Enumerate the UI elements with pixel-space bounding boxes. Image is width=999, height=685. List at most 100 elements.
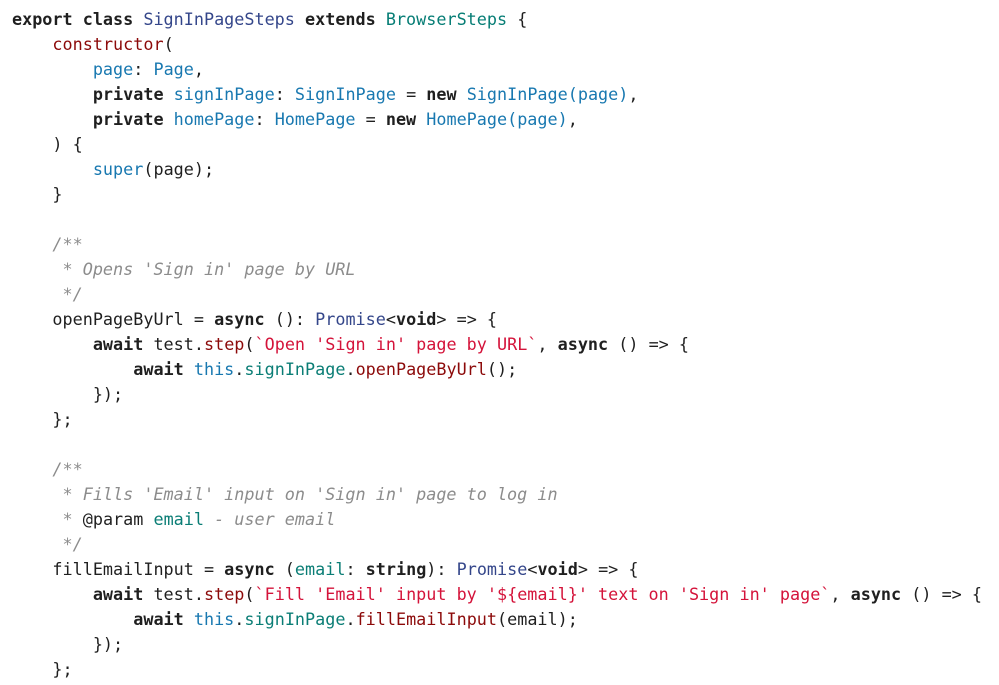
token-plain-text: }); <box>12 634 124 654</box>
token-keyword: await <box>133 359 194 379</box>
code-line[interactable]: await test.step(`Open 'Sign in' page by … <box>12 332 999 357</box>
token-function-name: fillEmailInput <box>355 609 498 629</box>
token-plain-text: < <box>385 309 396 329</box>
token-comment: */ <box>12 534 83 554</box>
token-plain-text <box>12 334 93 354</box>
token-parameter: signInPage <box>244 359 346 379</box>
code-line[interactable]: * Opens 'Sign in' page by URL <box>12 257 999 282</box>
code-line[interactable]: fillEmailInput = async (email: string): … <box>12 557 999 582</box>
code-line[interactable]: super(page); <box>12 157 999 182</box>
token-plain-text <box>12 109 93 129</box>
token-plain-text: test. <box>153 584 204 604</box>
token-keyword: void <box>395 309 437 329</box>
token-plain-text: : <box>254 109 275 129</box>
token-comment: * Fills 'Email' input on 'Sign in' page … <box>12 484 558 504</box>
token-parameter: email <box>294 559 346 579</box>
code-line[interactable]: await test.step(`Fill 'Email' input by '… <box>12 582 999 607</box>
token-plain-text <box>12 84 93 104</box>
code-line[interactable]: */ <box>12 282 999 307</box>
code-line[interactable]: } <box>12 182 999 207</box>
token-keyword: await <box>92 334 154 354</box>
code-line[interactable]: /** <box>12 457 999 482</box>
token-identifier: page <box>92 59 134 79</box>
code-line[interactable]: private homePage: HomePage = new HomePag… <box>12 107 999 132</box>
token-plain-text <box>12 34 52 54</box>
token-plain-text <box>12 609 133 629</box>
token-plain-text: () => { <box>901 584 982 604</box>
code-line[interactable]: */ <box>12 532 999 557</box>
code-line[interactable]: await this.signInPage.fillEmailInput(ema… <box>12 607 999 632</box>
token-keyword: export class <box>12 9 144 29</box>
token-plain-text: , <box>537 334 558 354</box>
token-identifier: homePage <box>173 109 255 129</box>
token-plain-text: : <box>345 559 366 579</box>
token-plain-text: . <box>345 609 356 629</box>
token-plain-text: ( <box>244 334 255 354</box>
token-plain-text: . <box>234 609 245 629</box>
code-line[interactable]: await this.signInPage.openPageByUrl(); <box>12 357 999 382</box>
token-plain-text: . <box>234 359 245 379</box>
token-keyword: private <box>92 84 174 104</box>
token-plain-text: , <box>830 584 851 604</box>
token-plain-text: ( <box>163 34 174 54</box>
token-plain-text: . <box>345 359 356 379</box>
token-plain-text: (email); <box>497 609 578 629</box>
code-line[interactable]: export class SignInPageSteps extends Bro… <box>12 7 999 32</box>
token-keyword: async <box>557 334 609 354</box>
token-identifier: SignInPage(page) <box>466 84 629 104</box>
token-comment: * Opens 'Sign in' page by URL <box>12 259 356 279</box>
code-line[interactable] <box>12 432 999 457</box>
token-plain-text: fillEmailInput = <box>12 559 225 579</box>
token-keyword: private <box>92 109 174 129</box>
token-plain-text: , <box>567 109 578 129</box>
token-identifier: this <box>193 609 235 629</box>
token-plain-text: = <box>395 84 427 104</box>
token-comment: /** <box>12 234 83 254</box>
token-plain-text: (): <box>264 309 316 329</box>
token-identifier: super <box>92 159 144 179</box>
code-line[interactable]: }); <box>12 382 999 407</box>
code-line[interactable]: openPageByUrl = async (): Promise<void> … <box>12 307 999 332</box>
code-line[interactable]: page: Page, <box>12 57 999 82</box>
code-line[interactable]: private signInPage: SignInPage = new Sig… <box>12 82 999 107</box>
token-type-name: SignInPageSteps <box>143 9 295 29</box>
code-line[interactable]: constructor( <box>12 32 999 57</box>
token-plain-text: }; <box>12 659 73 679</box>
token-type-name: Promise <box>456 559 528 579</box>
code-line[interactable]: * Fills 'Email' input on 'Sign in' page … <box>12 482 999 507</box>
code-line[interactable]: /** <box>12 232 999 257</box>
token-keyword: async <box>214 309 265 329</box>
token-identifier: SignInPage <box>294 84 396 104</box>
token-plain-text: ): <box>426 559 457 579</box>
token-plain-text: @param <box>82 509 144 529</box>
token-class-name: BrowserSteps <box>385 9 508 29</box>
code-line[interactable]: }; <box>12 407 999 432</box>
token-keyword: await <box>133 609 194 629</box>
token-plain-text: { <box>507 9 528 29</box>
code-line[interactable]: }; <box>12 657 999 682</box>
token-function-name: openPageByUrl <box>355 359 487 379</box>
code-line[interactable] <box>12 207 999 232</box>
token-identifier: this <box>193 359 235 379</box>
token-plain-text: = <box>355 109 386 129</box>
token-plain-text: < <box>527 559 538 579</box>
token-keyword: string <box>365 559 427 579</box>
token-function-name: constructor <box>52 34 164 54</box>
code-line[interactable]: }); <box>12 632 999 657</box>
token-identifier: HomePage <box>274 109 356 129</box>
token-string-literal: `Open 'Sign in' page by URL` <box>254 334 538 354</box>
token-plain-text: > => { <box>577 559 639 579</box>
token-plain-text <box>12 159 93 179</box>
token-comment: - user email <box>203 509 336 529</box>
token-parameter: signInPage <box>244 609 346 629</box>
code-line[interactable]: * @param email - user email <box>12 507 999 532</box>
token-plain-text: , <box>628 84 639 104</box>
token-plain-text: > => { <box>436 309 498 329</box>
token-plain-text: test. <box>153 334 204 354</box>
code-line[interactable]: ) { <box>12 132 999 157</box>
token-plain-text: }; <box>12 409 73 429</box>
token-keyword: new <box>385 109 427 129</box>
token-plain-text: }); <box>12 384 124 404</box>
token-identifier: signInPage <box>173 84 275 104</box>
